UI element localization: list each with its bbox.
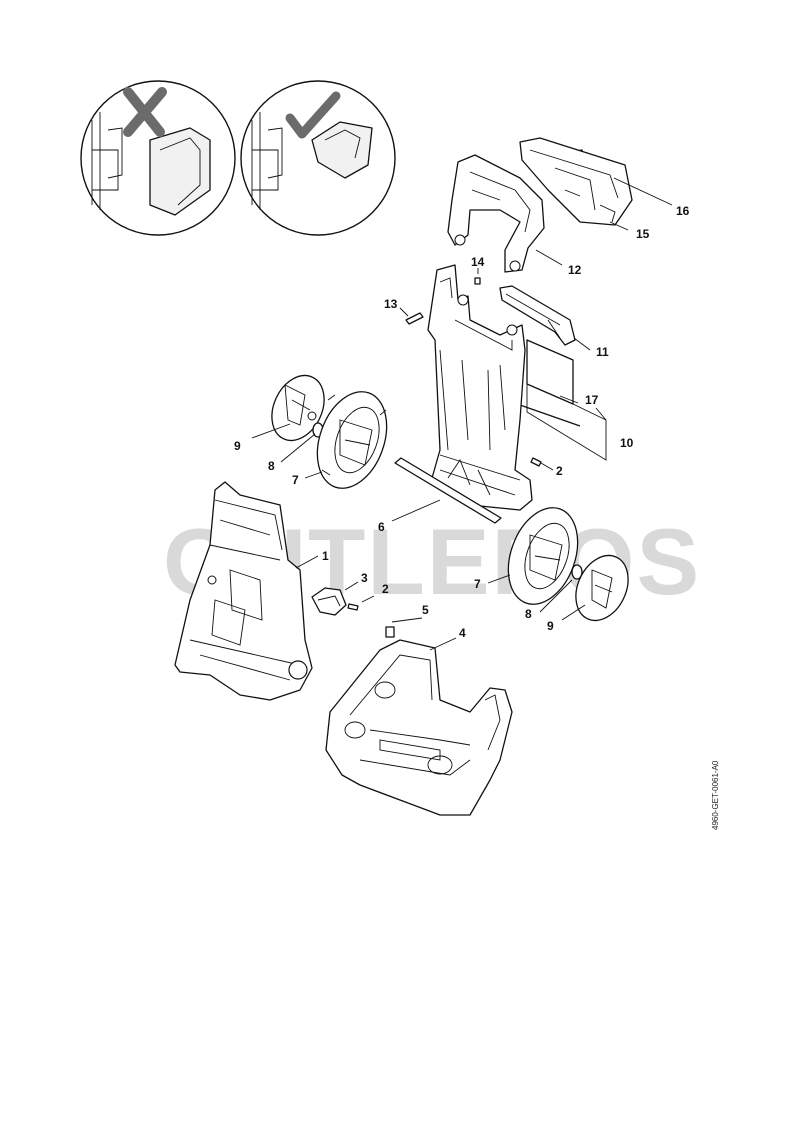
callout-14: 14 <box>471 255 485 269</box>
callout-15: 15 <box>636 227 650 241</box>
part-frame-upper <box>427 264 533 511</box>
part-7-wheel-right <box>507 507 579 605</box>
legend-correct-mounting <box>240 80 396 236</box>
callout-10: 10 <box>620 436 634 450</box>
part-8-washer-right <box>571 564 583 580</box>
legend-wrong-mounting <box>80 80 236 236</box>
callout-5: 5 <box>422 603 429 617</box>
part-3-clip <box>311 587 347 616</box>
part-7-wheel-left <box>316 391 388 489</box>
part-15-bracket <box>519 137 633 226</box>
part-17-label <box>526 339 574 405</box>
callout-12: 12 <box>568 263 582 277</box>
part-14-screw <box>474 277 481 285</box>
callout-3: 3 <box>361 571 368 585</box>
callout-7-right: 7 <box>474 577 481 591</box>
callout-16: 16 <box>676 204 690 218</box>
part-2-screw-upper <box>530 457 542 467</box>
leader-lines <box>251 177 673 651</box>
callout-1: 1 <box>322 549 329 563</box>
part-12-handle <box>447 154 545 273</box>
document-number: 4960-GET-0061-A0 <box>711 760 720 830</box>
part-1-housing <box>174 481 313 701</box>
callout-labels: 16 15 12 14 13 11 17 10 2 9 8 7 6 1 3 2 … <box>234 204 690 640</box>
part-9-wheel-cap-right <box>575 554 629 622</box>
part-6-axle <box>394 457 502 524</box>
part-9-wheel-cap-left <box>271 374 325 442</box>
part-2-screw-lower <box>347 603 359 611</box>
callout-9-right: 9 <box>547 619 554 633</box>
callout-2-upper: 2 <box>556 464 563 478</box>
callout-8-left: 8 <box>268 459 275 473</box>
callout-9-left: 9 <box>234 439 241 453</box>
callout-13: 13 <box>384 297 398 311</box>
part-11-cable-hook <box>499 285 576 346</box>
callout-4: 4 <box>459 626 466 640</box>
cross-icon <box>123 87 167 137</box>
part-13-screw <box>405 312 424 325</box>
callout-11: 11 <box>596 345 609 359</box>
part-5-clip <box>385 626 395 638</box>
callout-8-right: 8 <box>525 607 532 621</box>
callout-7-left: 7 <box>292 473 299 487</box>
callout-2-lower: 2 <box>382 582 389 596</box>
callout-6: 6 <box>378 520 385 534</box>
callout-17: 17 <box>585 393 599 407</box>
check-icon <box>285 91 341 139</box>
part-4-base <box>325 639 513 816</box>
